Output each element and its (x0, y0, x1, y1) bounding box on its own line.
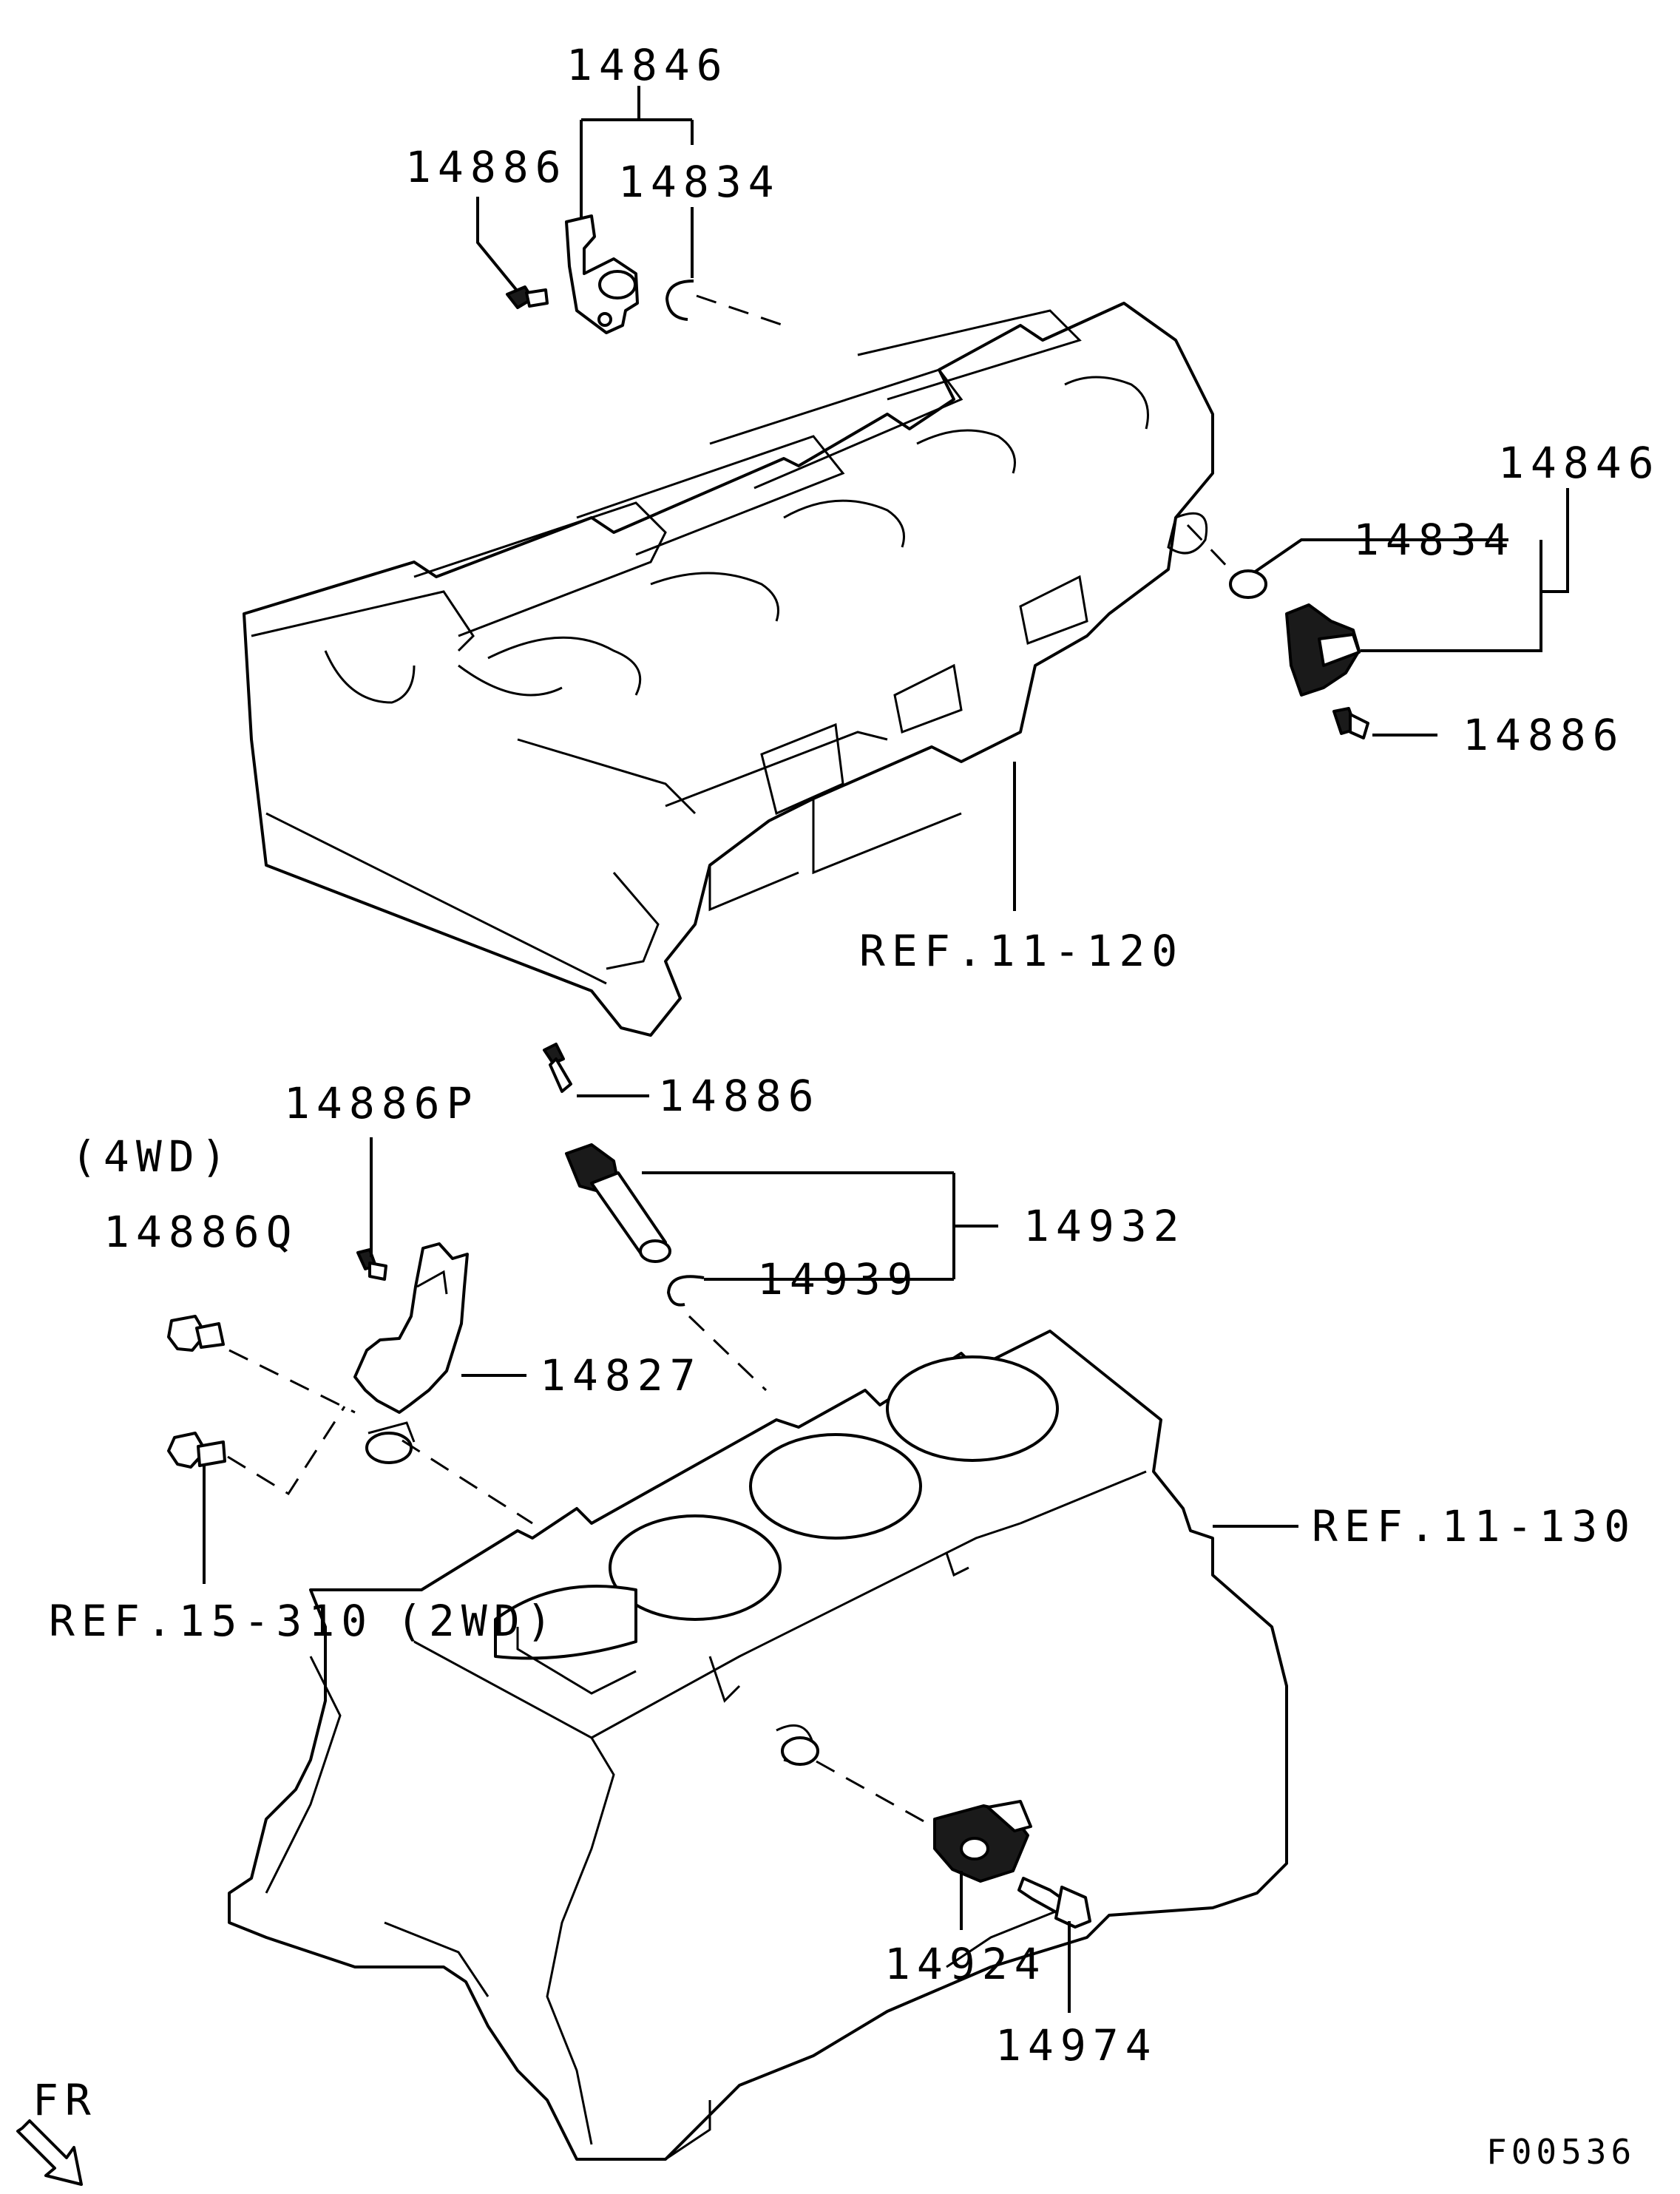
oring-right (1229, 569, 1267, 599)
dash-knock (816, 1760, 934, 1828)
oring-crank (666, 1275, 705, 1307)
bolt-q (167, 1315, 225, 1352)
label-ref-head: REF.11-120 (859, 926, 1184, 976)
front-label: FR (33, 2075, 98, 2125)
bolt-right (1332, 707, 1369, 739)
dash-q (228, 1349, 356, 1414)
dash-crank (688, 1315, 768, 1392)
label-bolt-top-left: 14886 (405, 142, 568, 192)
label-oring-top: 14834 (618, 157, 781, 207)
bolt-p (356, 1248, 387, 1281)
cam-sensor-right (1285, 603, 1361, 697)
arrow-down-right-icon (16, 2119, 83, 2186)
label-variant-4wd: (4WD) (71, 1131, 234, 1182)
cam-sensor-top (565, 214, 639, 334)
figure-id: F00536 (1486, 2132, 1636, 2172)
label-cam-sensor-assy-top: 14846 (566, 40, 729, 90)
knock-sensor (933, 1800, 1032, 1883)
label-bolt-crank: 14886 (658, 1071, 821, 1121)
bracket (353, 1242, 469, 1464)
bolt-crank (543, 1043, 572, 1093)
dash-bracket (402, 1439, 533, 1525)
dash-top (696, 294, 785, 327)
oring-top (665, 280, 694, 321)
label-ref-oil: REF.15-310 (49, 1596, 373, 1646)
label-ref-block: REF.11-130 (1312, 1501, 1636, 1551)
label-bolt-q: 14886Q (104, 1207, 299, 1257)
label-bolt-p: 14886P (284, 1078, 479, 1128)
oil-bolt (167, 1432, 226, 1469)
label-bolt-right: 14886 (1463, 710, 1625, 760)
label-cam-sensor-assy-right: 14846 (1498, 438, 1661, 488)
leader-lines (203, 86, 1569, 2013)
label-oring-right: 14834 (1353, 515, 1516, 565)
label-bracket: 14827 (540, 1350, 702, 1401)
knock-sensor-seat (781, 1736, 819, 1766)
dash-right (1186, 524, 1235, 575)
front-indicator: FR (16, 2075, 98, 2186)
label-variant-2wd: (2WD) (396, 1596, 559, 1646)
dash-oil (227, 1406, 346, 1496)
crank-sensor (565, 1143, 671, 1263)
label-oring-crank: 14939 (757, 1254, 920, 1304)
label-crank-sensor-assy: 14932 (1023, 1201, 1186, 1251)
cylinder-block (228, 1330, 1288, 2161)
knock-bolt (1017, 1877, 1091, 1929)
label-knock-bolt: 14974 (995, 2020, 1158, 2071)
cylinder-head (243, 302, 1214, 1037)
label-knock-sensor: 14924 (884, 1939, 1047, 1989)
bolt-top-left (506, 285, 549, 309)
